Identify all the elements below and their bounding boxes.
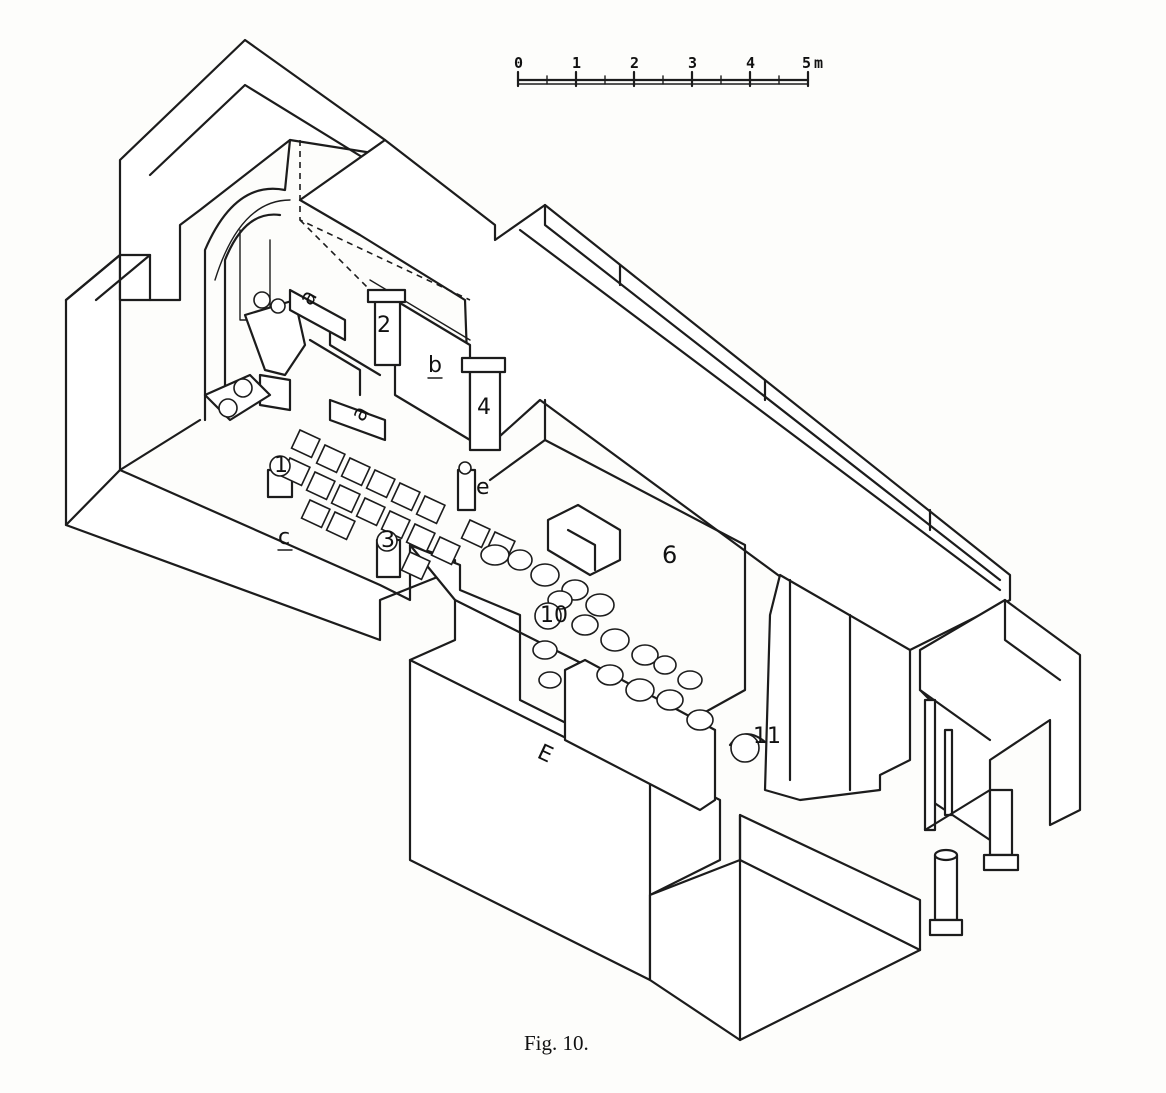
small-ring <box>253 291 271 309</box>
labels: 1 2 3 4 6 10 11 a a b c e E <box>274 286 781 769</box>
label-2: 2 <box>377 313 391 338</box>
label-10: 10 <box>540 603 568 628</box>
marker-circle-10 <box>534 602 562 630</box>
label-3: 3 <box>381 528 395 553</box>
marker-circle-3 <box>376 530 398 552</box>
label-4: 4 <box>477 395 491 420</box>
marker-circle-11 <box>730 733 760 763</box>
interior-features <box>203 138 767 812</box>
small-ring <box>458 461 472 475</box>
label-e: e <box>476 475 490 500</box>
label-11: 11 <box>753 724 781 749</box>
portico-columns <box>923 698 1020 937</box>
scale-tick-4: 4 <box>746 54 755 72</box>
scale-tick-2: 2 <box>630 54 639 72</box>
scale-tick-5: 5 <box>802 54 811 72</box>
paving-stones <box>280 428 714 731</box>
label-1: 1 <box>274 453 288 478</box>
scale-bar: 0 1 2 3 4 5 m <box>514 54 823 88</box>
scale-tick-1: 1 <box>572 54 581 72</box>
marker-circle-1 <box>269 455 291 477</box>
figure-caption: Fig. 10. <box>524 1031 589 1055</box>
label-6: 6 <box>662 541 677 569</box>
scale-tick-0: 0 <box>514 54 523 72</box>
small-ring <box>233 378 253 398</box>
scale-unit: m <box>814 54 823 72</box>
small-ring <box>218 398 238 418</box>
scale-tick-3: 3 <box>688 54 697 72</box>
outer-walls <box>64 38 1082 1042</box>
numbered-markers <box>218 291 760 763</box>
label-c: c <box>278 525 290 550</box>
small-ring <box>270 298 286 314</box>
label-b: b <box>428 353 442 378</box>
